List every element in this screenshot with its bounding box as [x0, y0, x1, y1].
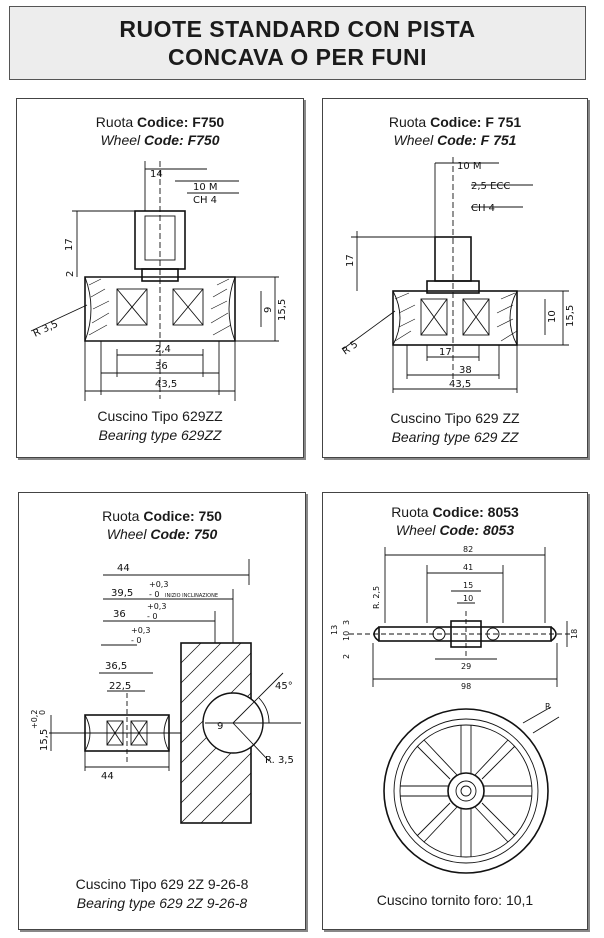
dim-43-5: 43,5	[449, 379, 471, 390]
dim-10: 10	[547, 310, 558, 323]
tol-0b: - 0	[147, 612, 158, 621]
dim-r2-5: R. 2,5	[372, 586, 381, 609]
tol-0-3c: +0,3	[131, 626, 150, 635]
dim-44: 44	[117, 563, 130, 574]
dim-44b: 44	[101, 771, 114, 782]
tol-0-2: +0,2	[30, 710, 39, 729]
dim-10: 10	[463, 594, 473, 603]
dim-38: 38	[459, 365, 472, 376]
technical-drawing-8053: 82 41 15 10 R. 2,5 13 3 10 2 18 29 98	[330, 545, 579, 874]
page-title-line-1: RUOTE STANDARD CON PISTA	[119, 16, 476, 42]
dim-17: 17	[345, 254, 356, 267]
bearing-type-it: Cuscino Tipo 629 ZZ	[390, 410, 520, 426]
dim-43-5: 43,5	[155, 379, 177, 390]
dim-2: 2	[342, 654, 351, 659]
dim-18: 18	[570, 629, 579, 639]
dim-17b: 17	[439, 347, 452, 358]
dim-2-4: 2,4	[155, 344, 171, 355]
dim-45deg: 45°	[275, 681, 293, 692]
tol-0c: - 0	[131, 636, 142, 645]
dim-10b: 10	[342, 631, 351, 641]
dim-r3-5: R 3,5	[32, 319, 60, 340]
page-title-banner: RUOTE STANDARD CON PISTA CONCAVA O PER F…	[9, 6, 586, 80]
dim-15-5: 15,5	[565, 305, 576, 327]
dim-9: 9	[263, 307, 274, 313]
card-title: Ruota Codice: F750	[95, 114, 225, 130]
dim-39-5: 39,5	[111, 588, 133, 599]
dim-36-5: 36,5	[105, 661, 127, 672]
technical-drawing-750: 44 39,5 +0,3 - 0 INIZIO INCLINAZIONE 36 …	[30, 559, 301, 824]
product-card-8053: Ruota Codice: 8053 Wheel Code: 8053 82 4…	[322, 492, 588, 930]
bearing-type-it: Cuscino Tipo 629ZZ	[97, 408, 223, 424]
dim-29: 29	[461, 662, 471, 671]
dim-3: 3	[342, 620, 351, 625]
card-title: Ruota Codice: 8053	[391, 504, 519, 520]
bearing-type-it: Cuscino Tipo 629 2Z 9-26-8	[75, 876, 249, 892]
dim-15: 15	[463, 581, 473, 590]
dim-r5: R 5	[340, 339, 360, 357]
dim-10m: 10 M	[457, 161, 482, 172]
card-title: Ruota Codice: F 751	[388, 114, 522, 130]
dim-10m: 10 M	[193, 182, 218, 193]
dim-82: 82	[463, 545, 473, 554]
tol-0-3a: +0,3	[149, 580, 168, 589]
dim-r-note: R	[545, 702, 551, 711]
product-card-f750: Ruota Codice: F750 Wheel Code: F750 14 1…	[16, 98, 304, 458]
dim-14: 14	[150, 169, 163, 180]
bearing-note: Cuscino tornito foro: 10,1	[376, 892, 534, 908]
dim-2: 2	[65, 271, 76, 277]
dim-15-5: 15,5	[39, 729, 50, 751]
dim-ch4: CH 4	[471, 203, 495, 214]
dim-15-5: 15,5	[277, 299, 288, 321]
dim-98: 98	[461, 682, 471, 691]
note-inizio-inclinazione: INIZIO INCLINAZIONE	[165, 593, 218, 599]
dim-22-5: 22,5	[109, 681, 131, 692]
dim-2-5-ecc: 2,5 ECC	[471, 181, 510, 192]
bearing-type-en: Bearing type 629 ZZ	[391, 429, 519, 445]
dim-36: 36	[113, 609, 126, 620]
product-card-f751: Ruota Codice: F 751 Wheel Code: F 751 10…	[322, 98, 588, 458]
dim-9: 9	[217, 721, 223, 732]
tol-0-3b: +0,3	[147, 602, 166, 611]
technical-drawing-f750: 14 10 M CH 4 17 2 9 15,5 R 3,5 2,4 36 43…	[30, 161, 288, 401]
dim-17: 17	[64, 238, 75, 251]
dim-36: 36	[155, 361, 168, 372]
dim-41: 41	[463, 563, 473, 572]
card-subtitle: Wheel Code: 8053	[395, 522, 515, 538]
card-subtitle: Wheel Code: F 751	[393, 132, 517, 148]
card-subtitle: Wheel Code: 750	[106, 526, 218, 542]
card-subtitle: Wheel Code: F750	[100, 132, 220, 148]
tol-0d: 0	[38, 710, 47, 715]
dim-r3-5: R. 3,5	[265, 755, 294, 766]
bearing-type-en: Bearing type 629ZZ	[98, 427, 222, 443]
dim-13: 13	[330, 625, 339, 635]
dim-ch4: CH 4	[193, 195, 217, 206]
tol-0a: - 0	[149, 590, 160, 599]
technical-drawing-f751: 10 M 2,5 ECC CH 4 17 R 5 10 15,5 17 38 4…	[340, 157, 576, 393]
product-card-750: Ruota Codice: 750 Wheel Code: 750 44 39,…	[18, 492, 306, 930]
page-title-line-2: CONCAVA O PER FUNI	[167, 44, 428, 70]
card-title: Ruota Codice: 750	[102, 508, 222, 524]
bearing-type-en: Bearing type 629 2Z 9-26-8	[76, 895, 248, 911]
